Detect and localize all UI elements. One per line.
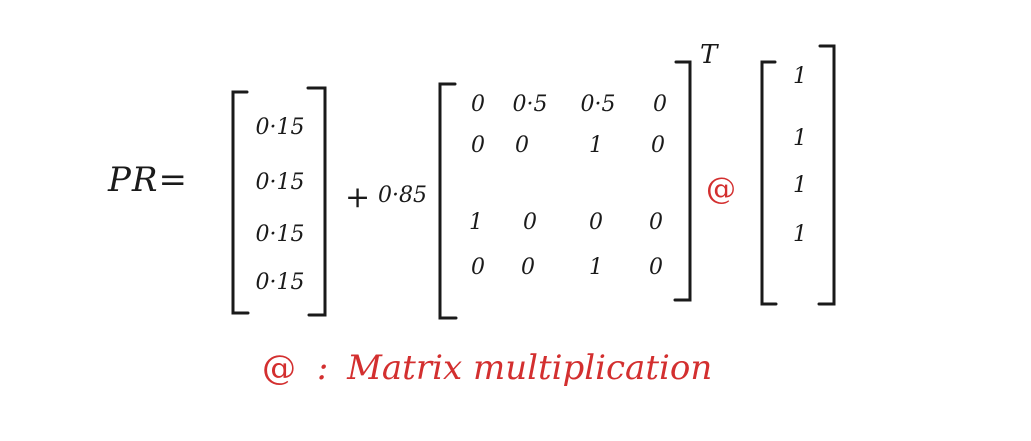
matrix-cell: 0 — [471, 255, 485, 280]
pagerank-label: PR= — [108, 160, 188, 200]
matrix-cell: 0 — [649, 210, 663, 235]
damping-factor: 0·85 — [378, 183, 427, 208]
matrix-cell: 0 — [523, 210, 537, 235]
matrix-cell: 0 — [521, 255, 535, 280]
right-vector-entry: 1 — [793, 126, 807, 151]
left-vector-entry: 0·15 — [255, 270, 305, 295]
plus-sign: + — [345, 180, 371, 215]
matrix-cell: 0 — [515, 133, 529, 158]
matrix-cell: 0 — [653, 92, 667, 117]
left-vector-open-bracket — [231, 90, 250, 315]
right-vector-close-bracket — [817, 44, 836, 306]
matrix-cell: 0·5 — [512, 92, 548, 117]
legend-symbol: @ — [262, 348, 296, 388]
matrix-cell: 1 — [469, 210, 483, 235]
matrix-cell: 1 — [589, 255, 603, 280]
matrix-open-bracket — [438, 82, 458, 320]
legend-separator: : — [316, 348, 329, 388]
matrix-cell: 0 — [589, 210, 603, 235]
matrix-close-bracket — [673, 60, 692, 302]
matrix-cell: 0 — [471, 92, 485, 117]
matmul-operator: @ — [706, 172, 736, 207]
matrix-cell: 1 — [589, 133, 603, 158]
matrix-cell: 0 — [651, 133, 665, 158]
matrix-cell: 0 — [471, 133, 485, 158]
transpose-symbol: T — [700, 40, 718, 70]
left-vector-entry: 0·15 — [255, 222, 305, 247]
left-vector-entry: 0·15 — [255, 115, 305, 140]
legend-text: Matrix multiplication — [347, 348, 713, 388]
right-vector-entry: 1 — [793, 173, 807, 198]
matrix-cell: 0·5 — [580, 92, 616, 117]
left-vector-entry: 0·15 — [255, 170, 305, 195]
right-vector-open-bracket — [760, 60, 778, 306]
right-vector-entry: 1 — [793, 64, 807, 89]
legend-note: @ : Matrix multiplication — [262, 348, 712, 388]
right-vector-entry: 1 — [793, 222, 807, 247]
matrix-cell: 0 — [649, 255, 663, 280]
left-vector-close-bracket — [306, 86, 327, 317]
